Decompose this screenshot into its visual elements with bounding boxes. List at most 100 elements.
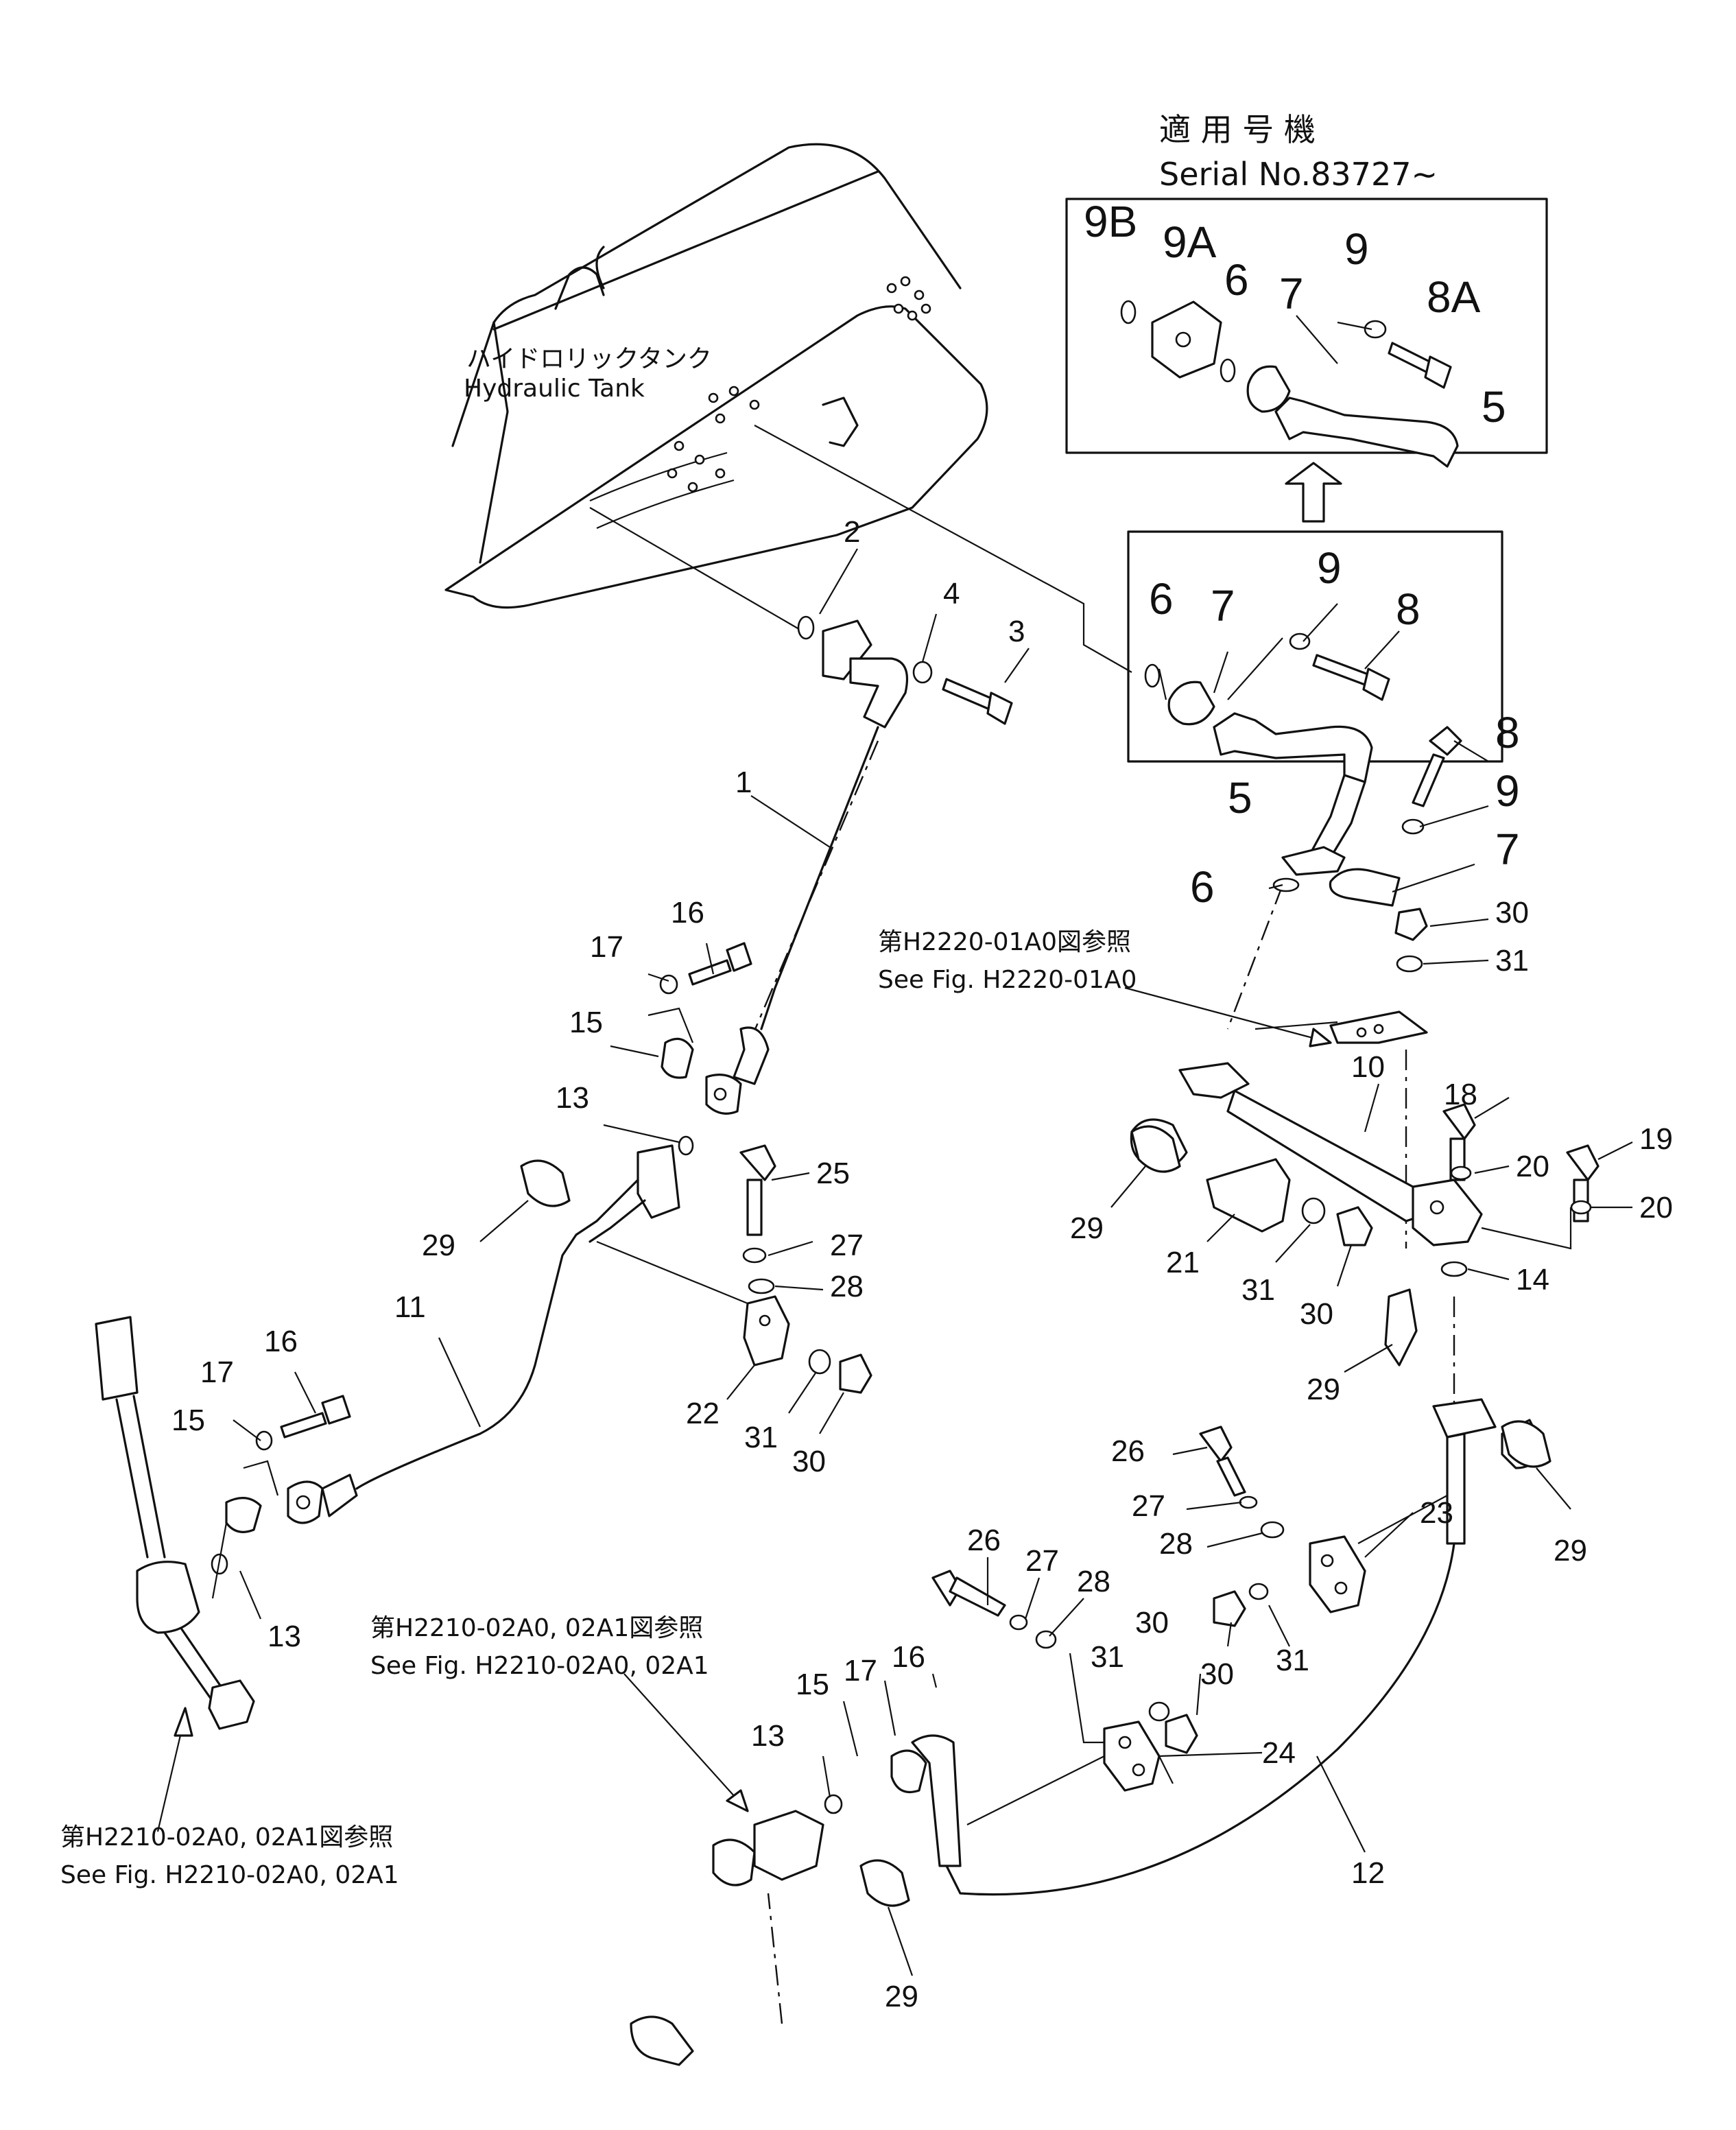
ref-h2210-left-en: See Fig. H2210-02A0, 02A1: [60, 1861, 399, 1889]
callout-27-center: 27: [830, 1229, 864, 1262]
serial-note: 適 用 号 機 Serial No.83727~: [1159, 111, 1438, 193]
center-bottom-block: [630, 1794, 843, 2066]
callout-13-bot: 13: [751, 1719, 785, 1753]
callout-17-bot: 17: [844, 1654, 877, 1688]
callout-28-center: 28: [830, 1270, 864, 1303]
callout-26-top: 26: [1111, 1434, 1145, 1468]
right-fittings: [1272, 726, 1462, 973]
callout-12: 12: [1351, 1856, 1385, 1890]
callout-20-b: 20: [1639, 1191, 1673, 1224]
center-fittings: [647, 942, 752, 1156]
callout-9b: 9B: [1084, 197, 1137, 246]
callout-5-inset: 5: [1482, 382, 1506, 431]
ref-h2210-center-jp: 第H2210-02A0, 02A1図参照: [370, 1614, 703, 1642]
right-middle-hardware: [1130, 1103, 1600, 1366]
callout-8a: 8A: [1427, 272, 1481, 322]
callout-16-bot: 16: [892, 1640, 925, 1674]
pipe-10: [1178, 1010, 1483, 1246]
callout-31-bot-a: 31: [1276, 1644, 1309, 1677]
reference-notes: 第H2220-01A0図参照 See Fig. H2220-01A0 第H221…: [60, 928, 1137, 1889]
ref-h2210-left-jp: 第H2210-02A0, 02A1図参照: [60, 1823, 393, 1851]
callout-7-inset: 7: [1279, 269, 1304, 318]
callout-6: 6: [1190, 862, 1215, 912]
callouts: 1 2 3 4 9B 9A 6 7 9 8A 5 6 7 9 8 5 8 9 7…: [171, 197, 1673, 2013]
callout-2: 2: [844, 515, 860, 549]
up-arrow: [1285, 462, 1342, 523]
callout-9: 9: [1495, 766, 1520, 816]
bracket-23: [1309, 1495, 1448, 1613]
callout-25: 25: [816, 1157, 850, 1190]
callout-21: 21: [1166, 1246, 1200, 1279]
callout-7-box: 7: [1211, 581, 1235, 630]
hose-clamps-29: [520, 1125, 1551, 1907]
callout-8: 8: [1495, 708, 1520, 757]
callout-24: 24: [1262, 1736, 1296, 1770]
callout-30-bot-b: 30: [1135, 1606, 1169, 1640]
callout-16-left: 16: [264, 1325, 298, 1358]
callout-27-bot: 27: [1025, 1544, 1059, 1578]
ref-h2220-en: See Fig. H2220-01A0: [878, 966, 1137, 994]
ref-h2220-jp: 第H2220-01A0図参照: [878, 928, 1131, 956]
callout-31-top: 31: [1495, 944, 1529, 978]
callout-18: 18: [1444, 1078, 1477, 1111]
pipe-12: [890, 1398, 1545, 1896]
callout-6-box: 6: [1149, 574, 1174, 624]
callout-14: 14: [1516, 1263, 1549, 1297]
bracket-24: [1069, 1653, 1161, 1792]
tank-label-en: Hydraulic Tank: [464, 375, 645, 403]
hydraulic-tank: ハイドロリックタンク Hydraulic Tank: [444, 143, 988, 609]
callout-17-left: 17: [200, 1356, 234, 1389]
callout-19: 19: [1639, 1122, 1673, 1156]
callout-10: 10: [1351, 1050, 1385, 1084]
callout-31-center: 31: [744, 1421, 778, 1454]
callout-22: 22: [686, 1397, 720, 1430]
callout-7: 7: [1495, 825, 1520, 874]
callout-9a: 9A: [1163, 217, 1217, 267]
callout-29-left: 29: [422, 1229, 455, 1262]
callout-20-a: 20: [1516, 1150, 1549, 1183]
callout-1: 1: [735, 766, 752, 799]
ref-h2210-center-en: See Fig. H2210-02A0, 02A1: [370, 1652, 709, 1680]
callout-9-box: 9: [1317, 543, 1342, 593]
callout-23: 23: [1420, 1496, 1453, 1530]
inset-box-standard: [1127, 530, 1503, 783]
callout-30-right: 30: [1300, 1297, 1333, 1331]
callout-3: 3: [1008, 615, 1025, 648]
callout-31-right: 31: [1241, 1273, 1275, 1307]
reference-arrows: [156, 986, 1332, 1832]
callout-5: 5: [1228, 773, 1252, 823]
callout-15-left: 15: [171, 1404, 205, 1437]
callout-13-top: 13: [556, 1081, 589, 1115]
callout-30-top: 30: [1495, 896, 1529, 930]
tank-label-jp: ハイドロリックタンク: [466, 345, 712, 373]
pipe-1: [705, 615, 1013, 1115]
serial-note-en: Serial No.83727~: [1159, 156, 1438, 193]
callout-29-far-right: 29: [1554, 1534, 1587, 1567]
left-valve-assembly: [95, 1316, 255, 1730]
callout-11: 11: [394, 1290, 426, 1324]
callout-31-bot-b: 31: [1091, 1640, 1124, 1674]
callout-16-top: 16: [671, 896, 704, 930]
leader-lines: [211, 548, 1633, 1976]
callout-8-box: 8: [1396, 584, 1420, 634]
callout-30-center: 30: [792, 1445, 826, 1478]
callout-28-top: 28: [1159, 1527, 1193, 1561]
callout-13-left: 13: [267, 1620, 301, 1653]
callout-29-mid: 29: [1307, 1373, 1340, 1406]
callout-28-bot: 28: [1077, 1565, 1110, 1598]
callout-26-bot: 26: [967, 1524, 1001, 1557]
callout-4: 4: [943, 577, 960, 611]
callout-15-top: 15: [569, 1006, 603, 1039]
callout-15-bot: 15: [796, 1668, 829, 1701]
callout-27-top: 27: [1132, 1489, 1165, 1523]
callout-29-bot: 29: [885, 1980, 918, 2013]
center-bracket-hardware: [596, 1144, 872, 1394]
lower-hardware: [931, 1425, 1285, 1754]
pipe-11: [211, 1144, 680, 1575]
callout-30-bot-a: 30: [1200, 1657, 1234, 1691]
serial-note-jp: 適 用 号 機: [1159, 111, 1316, 148]
callout-29-right: 29: [1070, 1211, 1104, 1245]
callout-6-inset: 6: [1224, 255, 1249, 305]
pipe-5: [1281, 774, 1366, 876]
